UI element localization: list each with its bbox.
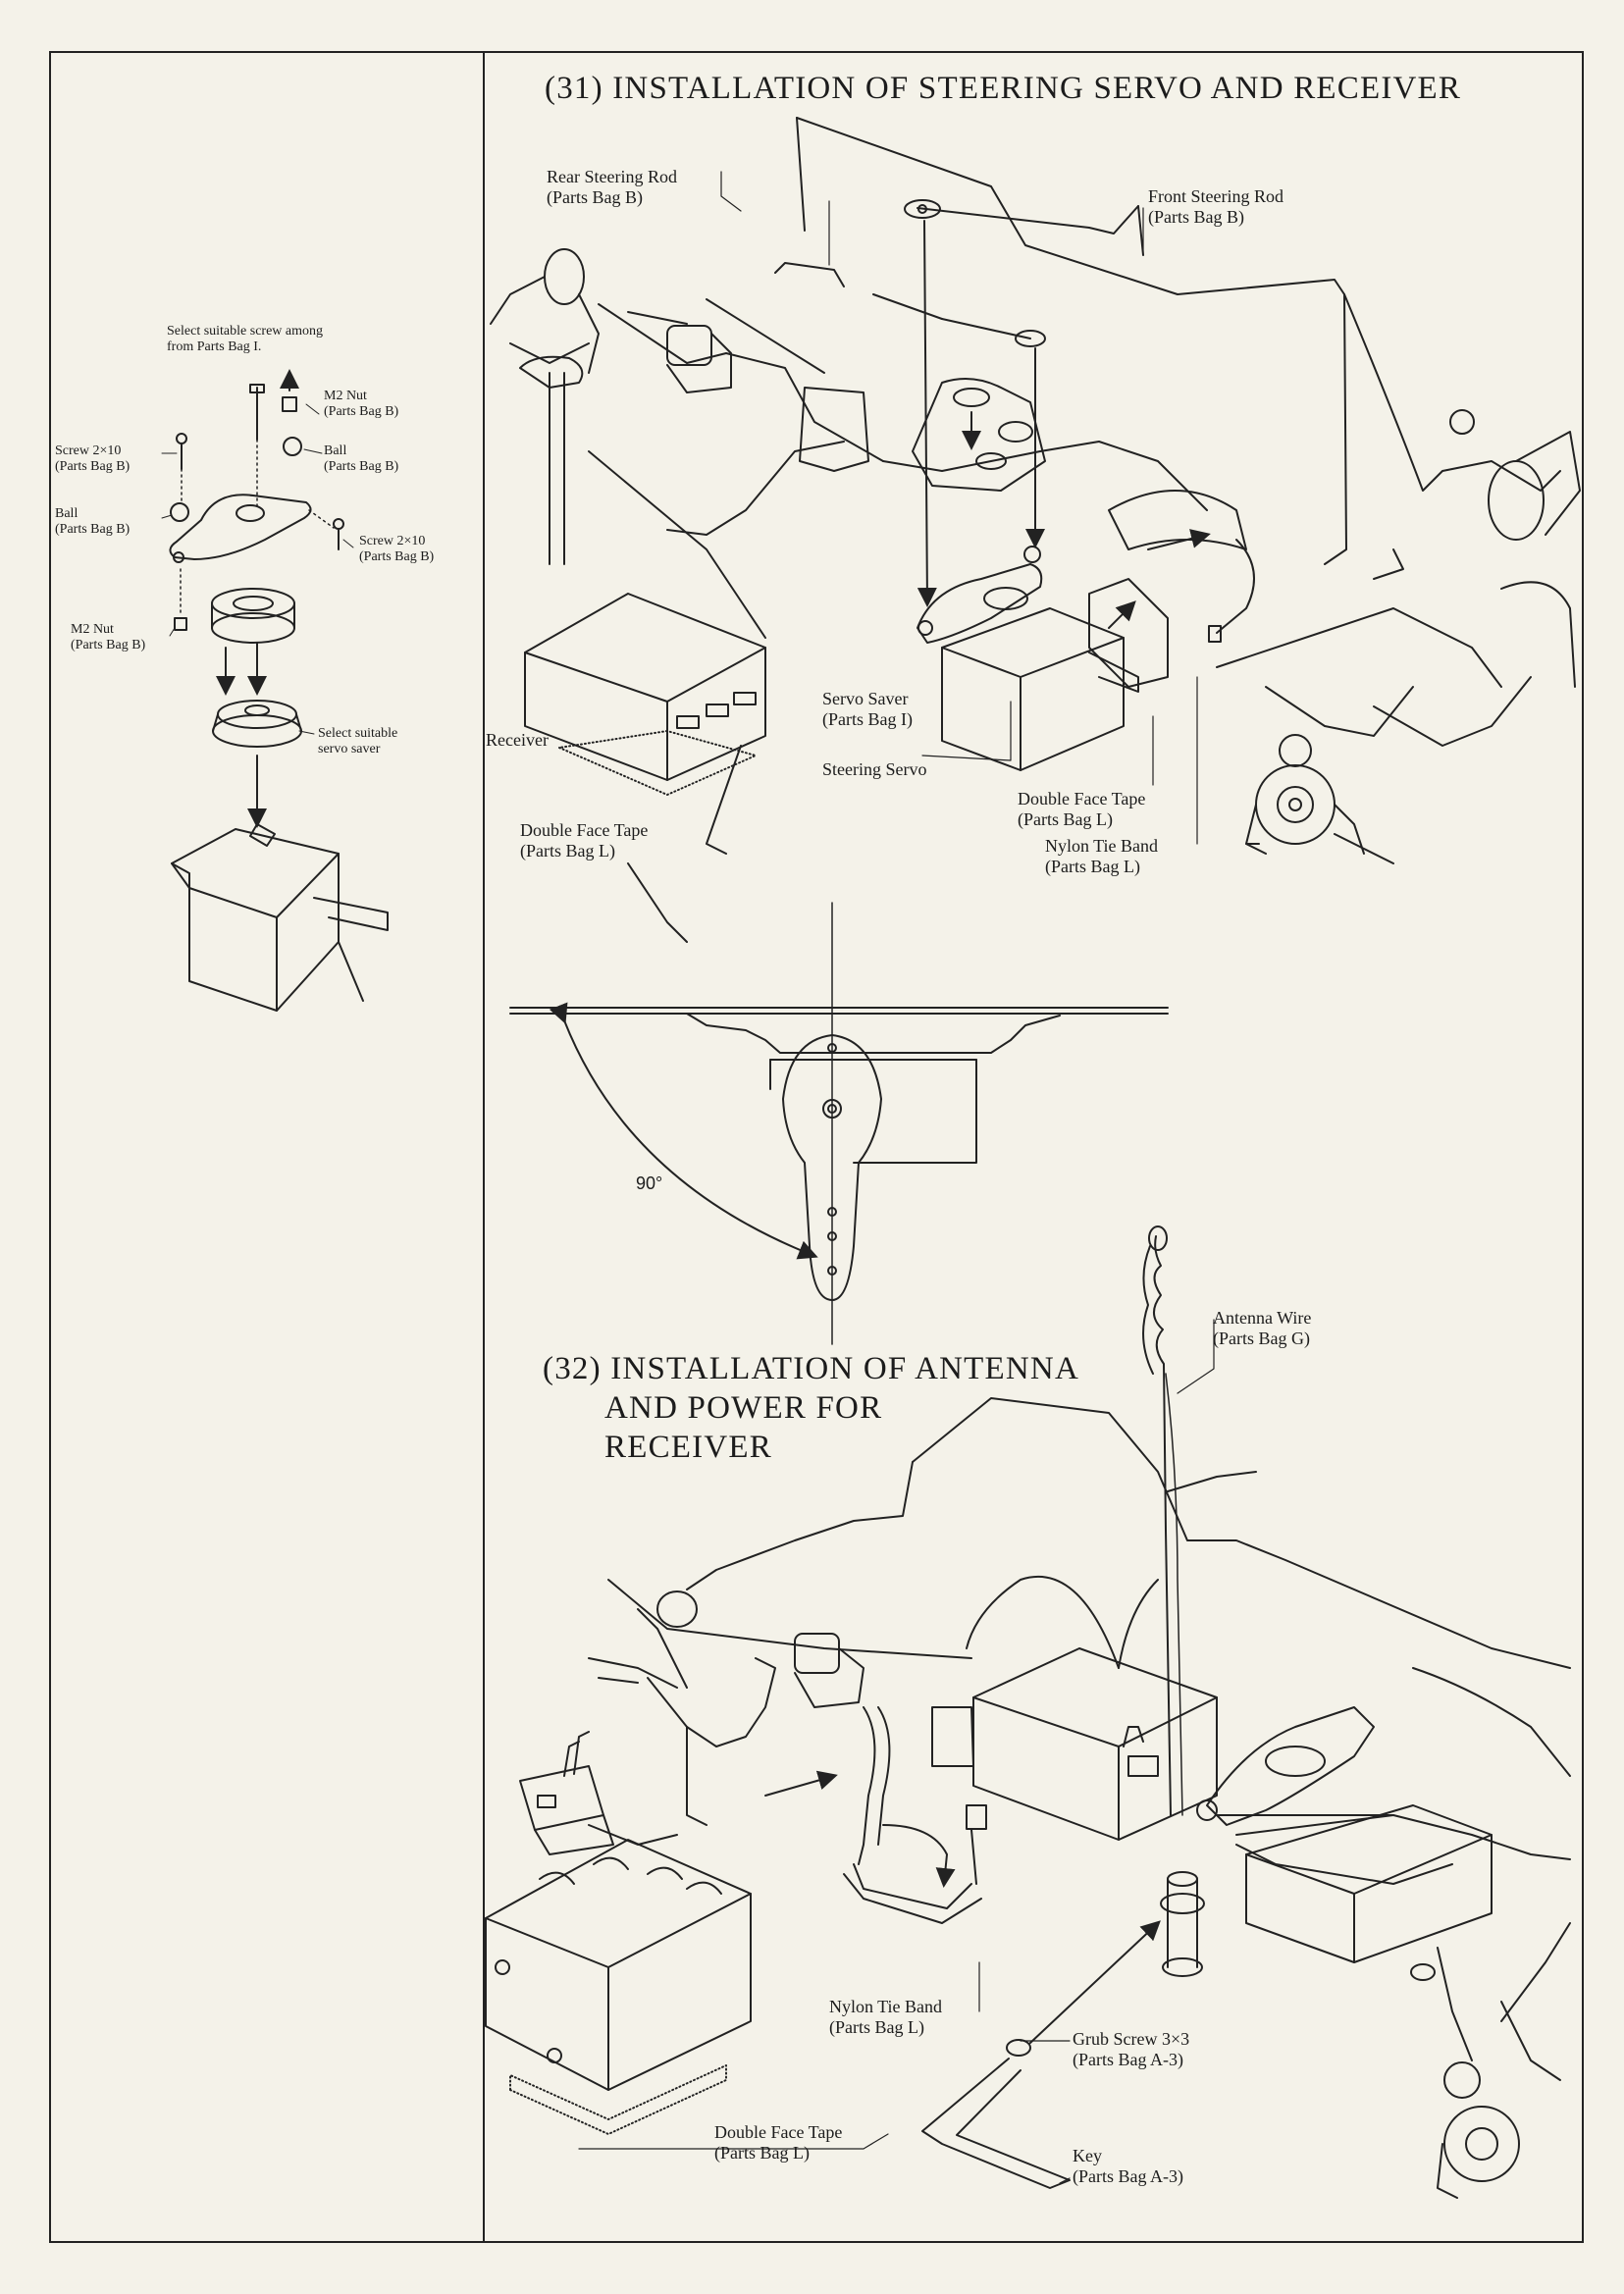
grub-screw-label: Grub Screw 3×3 (Parts Bag A-3)	[1073, 2029, 1190, 2069]
ninety-degree-label: 90°	[636, 1173, 663, 1193]
m2-nut-top-label: M2 Nut (Parts Bag B)	[324, 389, 399, 419]
m2-nut-bottom-label: M2 Nut (Parts Bag B)	[71, 622, 146, 652]
servo-saver-exploded-diagram	[161, 369, 389, 1012]
receiver-label: Receiver	[486, 730, 549, 750]
servo-saver-label: Servo Saver (Parts Bag I)	[822, 689, 913, 729]
steering-servo-label: Steering Servo	[822, 759, 927, 779]
select-servo-saver-label: Select suitable servo saver	[318, 726, 398, 756]
screw-left-label: Screw 2×10 (Parts Bag B)	[55, 443, 131, 474]
rear-steering-rod-label: Rear Steering Rod (Parts Bag B)	[547, 167, 677, 207]
double-face-tape-right-label: Double Face Tape (Parts Bag L)	[1018, 789, 1146, 829]
select-screw-label: Select suitable screw among from Parts B…	[167, 324, 324, 354]
front-steering-rod-label: Front Steering Rod (Parts Bag B)	[1148, 186, 1283, 227]
antenna-wire-label: Antenna Wire (Parts Bag G)	[1213, 1308, 1312, 1348]
double-face-tape-label-32: Double Face Tape (Parts Bag L)	[714, 2122, 843, 2163]
nylon-tie-band-label-32: Nylon Tie Band (Parts Bag L)	[829, 1997, 943, 2037]
double-face-tape-left-label: Double Face Tape (Parts Bag L)	[520, 820, 649, 860]
ninety-degree-diagram	[509, 902, 1169, 1345]
key-label: Key (Parts Bag A-3)	[1073, 2146, 1183, 2186]
ball-right-label: Ball (Parts Bag B)	[324, 443, 399, 474]
page-border	[49, 51, 1584, 2243]
steering-servo-chassis-diagram	[490, 117, 1581, 943]
section-31-title: (31) INSTALLATION OF STEERING SERVO AND …	[545, 71, 1462, 106]
screw-right-label: Screw 2×10 (Parts Bag B)	[359, 534, 435, 564]
ball-left-label: Ball (Parts Bag B)	[55, 506, 131, 537]
antenna-power-chassis-diagram	[485, 1225, 1571, 2199]
column-divider	[483, 51, 485, 2241]
nylon-tie-band-label: Nylon Tie Band (Parts Bag L)	[1045, 836, 1159, 876]
section-32-title: (32) INSTALLATION OF ANTENNA AND POWER F…	[543, 1351, 1079, 1465]
